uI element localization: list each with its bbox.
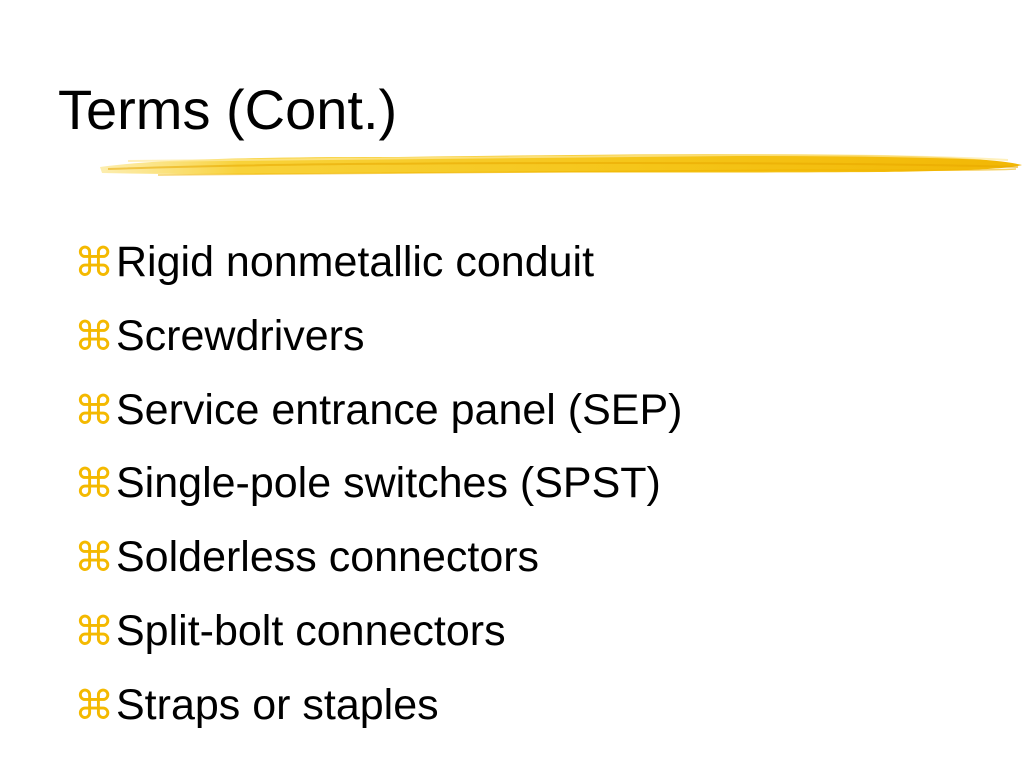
bullet-list: ⌘ Rigid nonmetallic conduit ⌘ Screwdrive… [74,226,682,743]
slide-title: Terms (Cont.) [58,78,398,141]
command-key-icon: ⌘ [74,313,114,360]
command-key-icon: ⌘ [74,535,114,582]
list-item-text: Straps or staples [116,680,439,729]
list-item: ⌘ Solderless connectors [74,521,682,595]
list-item: ⌘ Rigid nonmetallic conduit [74,226,682,300]
command-key-icon: ⌘ [74,608,114,655]
command-key-icon: ⌘ [74,682,114,729]
list-item: ⌘ Split-bolt connectors [74,595,682,669]
list-item-text: Rigid nonmetallic conduit [116,238,595,286]
brush-stroke-underline [100,153,1022,176]
list-item: ⌘ Straps or staples [74,669,682,743]
list-item-text: Split-bolt connectors [116,606,506,655]
list-item: ⌘ Service entrance panel (SEP) [74,374,682,448]
list-item: ⌘ Screwdrivers [74,300,682,374]
list-item-text: Solderless connectors [116,533,540,582]
command-key-icon: ⌘ [74,461,114,508]
list-item: ⌘ Single-pole switches (SPST) [74,447,682,521]
list-item-text: Screwdrivers [116,311,365,360]
list-item-text: Service entrance panel (SEP) [116,385,683,434]
command-key-icon: ⌘ [74,240,114,286]
command-key-icon: ⌘ [74,387,114,434]
list-item-text: Single-pole switches (SPST) [116,459,661,508]
